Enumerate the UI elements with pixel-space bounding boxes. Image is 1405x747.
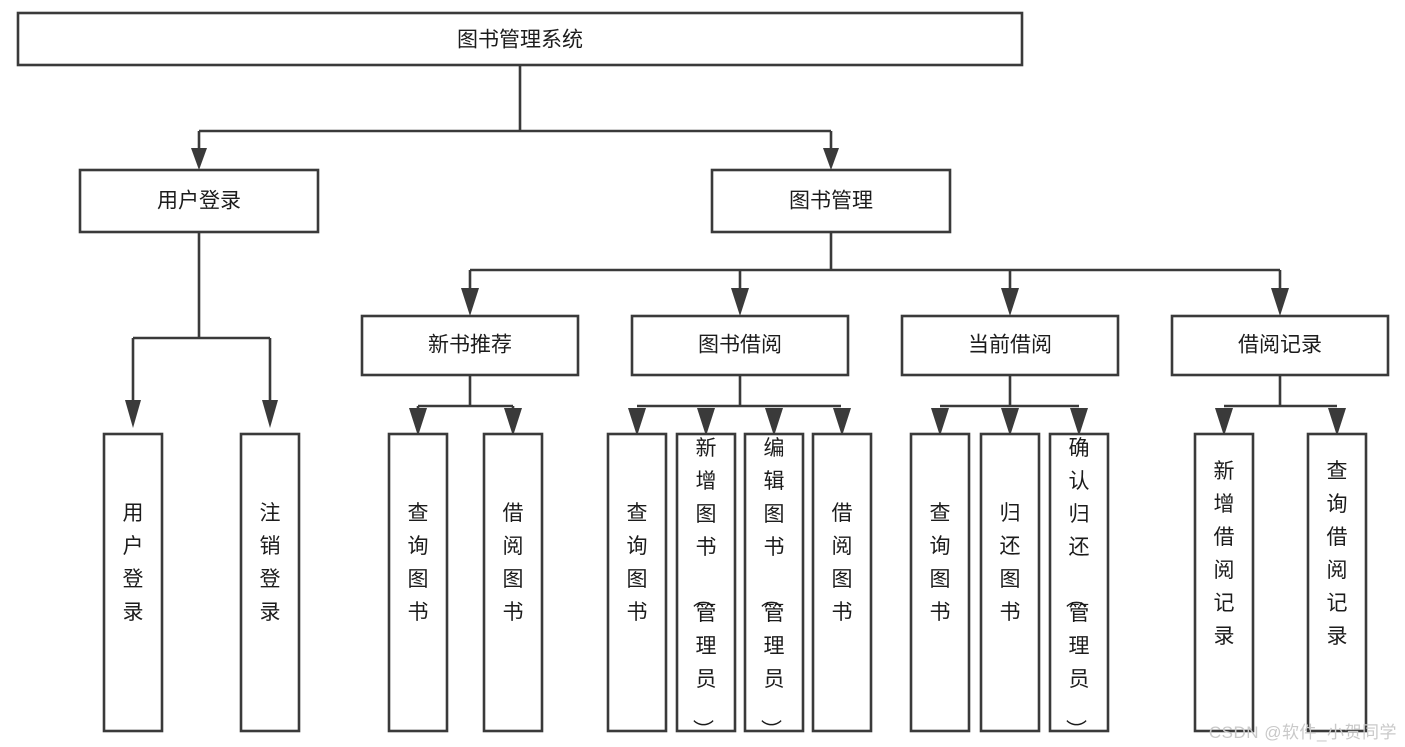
node-leaf-borrow-book-2[interactable]: 借阅图书: [811, 432, 873, 733]
node-current-borrow-box[interactable]: [900, 314, 1120, 377]
node-book-manage-label: 图书管理: [789, 190, 873, 213]
arrow-icon-to-leaf-query-book-2: [628, 408, 646, 436]
connector-group-book-borrow: [628, 375, 851, 436]
node-leaf-add-book-label: 新增图书（管理员）: [691, 437, 717, 740]
node-leaf-user-logout[interactable]: 注销登录: [239, 432, 301, 733]
node-leaf-borrow-book-1[interactable]: 借阅图书: [482, 432, 544, 733]
node-new-book-recommend-box[interactable]: [360, 314, 580, 377]
node-leaf-user-login-box[interactable]: [102, 432, 164, 733]
node-leaf-add-book-box[interactable]: [675, 432, 737, 733]
arrow-icon-to-book-borrow: [731, 288, 749, 316]
node-user-login-box[interactable]: [78, 168, 320, 234]
node-leaf-confirm-return[interactable]: 确认归还（管理员）: [1048, 432, 1110, 740]
node-leaf-query-book-3-label: 查询图书: [930, 502, 951, 624]
arrow-icon-to-leaf-query-record: [1328, 408, 1346, 436]
node-leaf-user-login[interactable]: 用户登录: [102, 432, 164, 733]
node-leaf-edit-book-box[interactable]: [743, 432, 805, 733]
node-borrow-record-box[interactable]: [1170, 314, 1390, 377]
node-leaf-add-record-label: 新增借阅记录: [1214, 460, 1235, 648]
csdn-watermark: CSDN @软件_小贺同学: [1208, 723, 1397, 742]
node-current-borrow[interactable]: 当前借阅: [900, 314, 1120, 377]
node-leaf-user-login-label: 用户登录: [123, 502, 144, 624]
node-leaf-add-record[interactable]: 新增借阅记录: [1193, 432, 1255, 733]
node-leaf-return-book-label: 归还图书: [1000, 502, 1021, 624]
connector-group-borrow-record: [1215, 375, 1346, 436]
node-leaf-return-book[interactable]: 归还图书: [979, 432, 1041, 733]
arrow-icon-to-leaf-user-login: [125, 400, 141, 428]
node-new-book-recommend-label: 新书推荐: [428, 334, 512, 357]
arrow-icon-to-leaf-borrow-book-2: [833, 408, 851, 436]
node-leaf-query-record[interactable]: 查询借阅记录: [1306, 432, 1368, 733]
node-leaf-query-book-3-box[interactable]: [909, 432, 971, 733]
connector-group-book-manage: [461, 232, 1289, 316]
arrow-icon-root-to-user-login: [191, 148, 207, 170]
node-leaf-edit-book-label: 编辑图书（管理员）: [759, 437, 785, 740]
node-leaf-add-record-box[interactable]: [1193, 432, 1255, 733]
arrow-icon-to-current-borrow: [1001, 288, 1019, 316]
node-leaf-user-logout-box[interactable]: [239, 432, 301, 733]
node-book-manage-box[interactable]: [710, 168, 952, 234]
node-root-label: 图书管理系统: [457, 29, 583, 52]
node-leaf-borrow-book-2-box[interactable]: [811, 432, 873, 733]
node-leaf-query-book-2-box[interactable]: [606, 432, 668, 733]
node-leaf-confirm-return-label: 确认归还（管理员）: [1064, 437, 1090, 740]
node-leaf-query-record-box[interactable]: [1306, 432, 1368, 733]
node-leaf-query-book-2[interactable]: 查询图书: [606, 432, 668, 733]
connector-group-user-login: [125, 232, 278, 428]
node-leaf-edit-book[interactable]: 编辑图书（管理员）: [743, 432, 805, 740]
node-book-borrow-box[interactable]: [630, 314, 850, 377]
node-borrow-record[interactable]: 借阅记录: [1170, 314, 1390, 377]
arrow-icon-to-leaf-return-book: [1001, 408, 1019, 436]
arrow-icon-to-leaf-edit-book: [765, 408, 783, 436]
node-leaf-query-book-1-box[interactable]: [387, 432, 449, 733]
connector-group-current-borrow: [931, 375, 1088, 436]
node-leaf-add-book[interactable]: 新增图书（管理员）: [675, 432, 737, 740]
arrow-icon-to-new-book-recommend: [461, 288, 479, 316]
arrow-icon-to-leaf-add-record: [1215, 408, 1233, 436]
node-book-borrow[interactable]: 图书借阅: [630, 314, 850, 377]
node-user-login[interactable]: 用户登录: [78, 168, 320, 234]
node-leaf-confirm-return-box[interactable]: [1048, 432, 1110, 733]
node-book-borrow-label: 图书借阅: [698, 334, 782, 357]
node-leaf-user-logout-label: 注销登录: [260, 502, 281, 624]
arrow-icon-to-leaf-query-book-3: [931, 408, 949, 436]
node-leaf-borrow-book-2-label: 借阅图书: [832, 502, 853, 624]
arrow-icon-to-borrow-record: [1271, 288, 1289, 316]
arrow-icon-to-leaf-add-book: [697, 408, 715, 436]
connector-group-new-book-recommend: [409, 375, 522, 436]
node-new-book-recommend[interactable]: 新书推荐: [360, 314, 580, 377]
node-leaf-query-book-2-label: 查询图书: [627, 502, 648, 624]
node-leaf-borrow-book-1-box[interactable]: [482, 432, 544, 733]
node-leaf-borrow-book-1-label: 借阅图书: [503, 502, 524, 624]
arrow-icon-to-leaf-user-logout: [262, 400, 278, 428]
node-user-login-label: 用户登录: [157, 190, 241, 213]
node-book-manage[interactable]: 图书管理: [710, 168, 952, 234]
node-root-box[interactable]: [16, 11, 1024, 67]
node-leaf-query-record-label: 查询借阅记录: [1327, 460, 1348, 648]
node-root-book-management-system[interactable]: 图书管理系统: [16, 11, 1024, 67]
node-leaf-query-book-1[interactable]: 查询图书: [387, 432, 449, 733]
node-leaf-query-book-3[interactable]: 查询图书: [909, 432, 971, 733]
arrow-icon-to-leaf-query-book-1: [409, 408, 427, 436]
node-current-borrow-label: 当前借阅: [968, 334, 1052, 357]
node-borrow-record-label: 借阅记录: [1238, 334, 1322, 357]
arrow-icon-to-leaf-borrow-book-1: [504, 408, 522, 436]
arrow-icon-to-leaf-confirm-return: [1070, 408, 1088, 436]
node-leaf-return-book-box[interactable]: [979, 432, 1041, 733]
connector-group-root: [191, 65, 839, 170]
arrow-icon-root-to-book-manage: [823, 148, 839, 170]
node-leaf-query-book-1-label: 查询图书: [408, 502, 429, 624]
